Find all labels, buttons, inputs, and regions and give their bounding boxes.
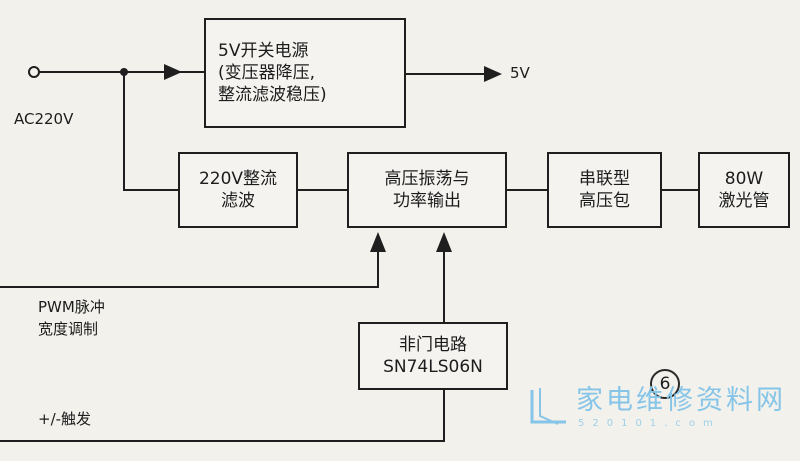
pwm-label-line2: 宽度调制 xyxy=(38,320,99,338)
power-supply-title: 5V开关电源 xyxy=(218,41,309,61)
watermark: 家电维修资料网 520101.com xyxy=(528,384,786,430)
watermark-url: 520101.com xyxy=(578,418,721,429)
arrow-pwm-up xyxy=(370,232,386,252)
trigger-label: +/-触发 xyxy=(38,410,92,428)
figure-number: 6 xyxy=(650,369,680,399)
rectifier-line1: 220V整流 xyxy=(198,169,278,189)
oscillator-line1: 高压振荡与 xyxy=(384,169,470,189)
inverter-line2: SN74LS06N xyxy=(383,357,483,377)
power-supply-block: 5V开关电源 (变压器降压, 整流滤波稳压) xyxy=(204,18,406,128)
hv-pack-line2: 高压包 xyxy=(579,191,630,211)
hv-pack-line1: 串联型 xyxy=(579,169,630,189)
laser-block: 80W 激光管 xyxy=(698,152,790,228)
laser-line1: 80W xyxy=(724,169,764,189)
watermark-text: 家电维修资料网 xyxy=(576,385,786,416)
oscillator-block: 高压振荡与 功率输出 xyxy=(347,152,507,228)
ac-input-terminal xyxy=(28,66,40,78)
inverter-line1: 非门电路 xyxy=(399,335,467,355)
arrow-5v-output xyxy=(484,66,502,82)
output-5v-label: 5V xyxy=(510,64,530,82)
arrow-to-psu xyxy=(164,64,182,80)
arrow-inverter-up xyxy=(436,232,452,252)
wire-trigger-to-inverter xyxy=(0,390,445,442)
wire-pwm-to-oscillator xyxy=(0,244,379,288)
inverter-block: 非门电路 SN74LS06N xyxy=(358,322,508,390)
wire-junction-to-rectifier xyxy=(123,72,178,191)
oscillator-line2: 功率输出 xyxy=(393,191,461,211)
rectifier-line2: 滤波 xyxy=(221,191,255,211)
hv-pack-block: 串联型 高压包 xyxy=(547,152,662,228)
rectifier-block: 220V整流 滤波 xyxy=(178,152,298,228)
pwm-label-line1: PWM脉冲 xyxy=(38,298,105,316)
laser-line2: 激光管 xyxy=(718,191,770,211)
watermark-logo-icon xyxy=(530,388,566,425)
power-supply-line3: 整流滤波稳压) xyxy=(218,85,327,105)
ac-input-label: AC220V xyxy=(14,110,74,128)
power-supply-line2: (变压器降压, xyxy=(218,63,316,83)
